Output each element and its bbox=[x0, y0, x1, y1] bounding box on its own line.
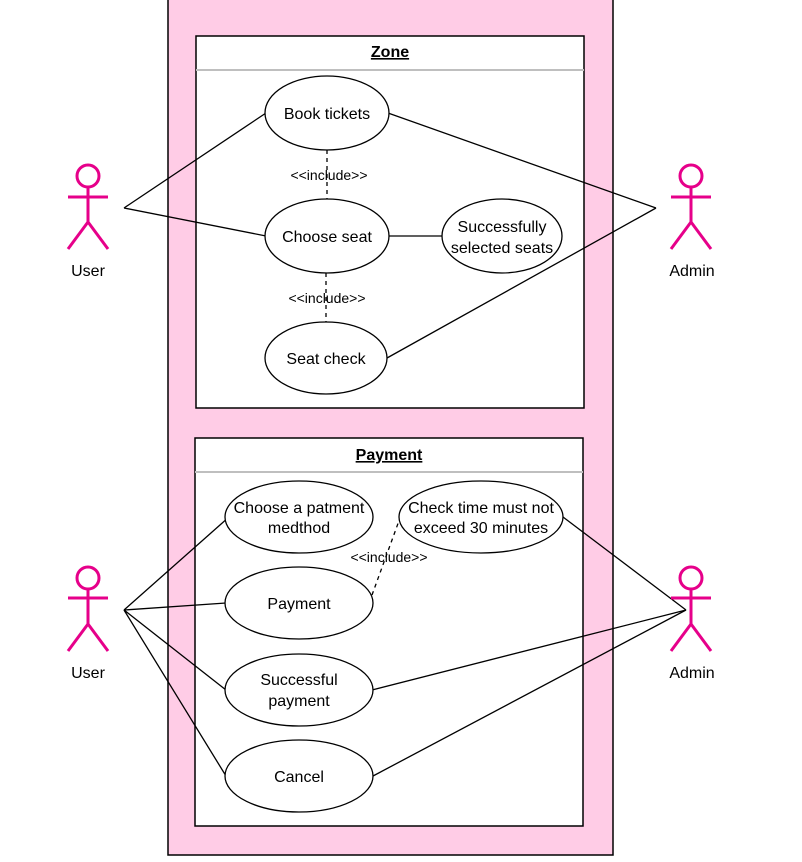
assoc-user-payment bbox=[123, 602, 227, 611]
actor-user-top-label: User bbox=[71, 263, 105, 280]
assoc-user-book-tickets bbox=[123, 112, 267, 209]
use-case-label: Choose seat bbox=[282, 229, 372, 246]
assoc-user-choose-method bbox=[123, 516, 230, 611]
actor-head bbox=[678, 163, 704, 189]
use-case-label-line-2: exceed 30 minutes bbox=[414, 520, 548, 537]
use-case-label-line-2: selected seats bbox=[451, 240, 553, 257]
use-case-label-line-2: medthod bbox=[268, 520, 330, 537]
use-case-label-line-1: Successfully bbox=[458, 219, 547, 236]
assoc-admin-successful-payment bbox=[371, 609, 687, 691]
actor-admin-bottom-label: Admin bbox=[669, 665, 714, 682]
use-case-label-line-1: Check time must not bbox=[408, 500, 554, 517]
use-case-label: Cancel bbox=[274, 769, 324, 786]
include-label-2: <<include>> bbox=[288, 290, 365, 306]
assoc-admin-book-tickets bbox=[387, 112, 657, 209]
actor-head bbox=[75, 565, 101, 591]
actor-user-bottom-label: User bbox=[71, 665, 105, 682]
assoc-user-choose-seat bbox=[123, 207, 267, 237]
actor-head bbox=[678, 565, 704, 591]
use-case-choose-seat: Choose seat bbox=[264, 198, 390, 274]
zone-package-title: Zone bbox=[371, 44, 409, 61]
use-case-successful-payment: Successful payment bbox=[224, 653, 374, 727]
actor-user-top bbox=[66, 163, 110, 250]
use-case-payment: Payment bbox=[224, 566, 374, 640]
use-case-choose-payment-method: Choose a patment medthod bbox=[224, 480, 374, 554]
use-case-label-line-1: Choose a patment bbox=[234, 500, 365, 517]
use-case-seat-check: Seat check bbox=[264, 321, 388, 395]
include-edges bbox=[325, 150, 401, 596]
assoc-admin-cancel bbox=[372, 609, 687, 777]
use-case-successfully-selected-seats: Successfully selected seats bbox=[441, 198, 563, 274]
include-edge-3 bbox=[371, 517, 401, 596]
include-label-3: <<include>> bbox=[350, 549, 427, 565]
use-case-label-line-1: Successful bbox=[260, 672, 337, 689]
actor-admin-bottom bbox=[669, 565, 713, 652]
actor-user-bottom bbox=[66, 565, 110, 652]
use-case-label: Payment bbox=[267, 596, 331, 613]
payment-package-title: Payment bbox=[356, 447, 423, 464]
assoc-user-cancel bbox=[123, 609, 227, 777]
use-case-cancel: Cancel bbox=[224, 739, 374, 813]
use-case-label: Book tickets bbox=[284, 106, 370, 123]
actor-head bbox=[75, 163, 101, 189]
use-case-book-tickets: Book tickets bbox=[264, 75, 390, 151]
include-label-1: <<include>> bbox=[290, 167, 367, 183]
use-case-label-line-2: payment bbox=[268, 693, 330, 710]
actor-admin-top-label: Admin bbox=[669, 263, 714, 280]
assoc-admin-seat-check bbox=[386, 207, 657, 359]
assoc-user-successful-payment bbox=[123, 609, 227, 691]
actor-admin-top bbox=[669, 163, 713, 250]
assoc-admin-check-time bbox=[562, 516, 687, 611]
use-case-label: Seat check bbox=[286, 351, 366, 368]
associations bbox=[123, 112, 687, 777]
use-case-check-time: Check time must not exceed 30 minutes bbox=[398, 480, 564, 554]
